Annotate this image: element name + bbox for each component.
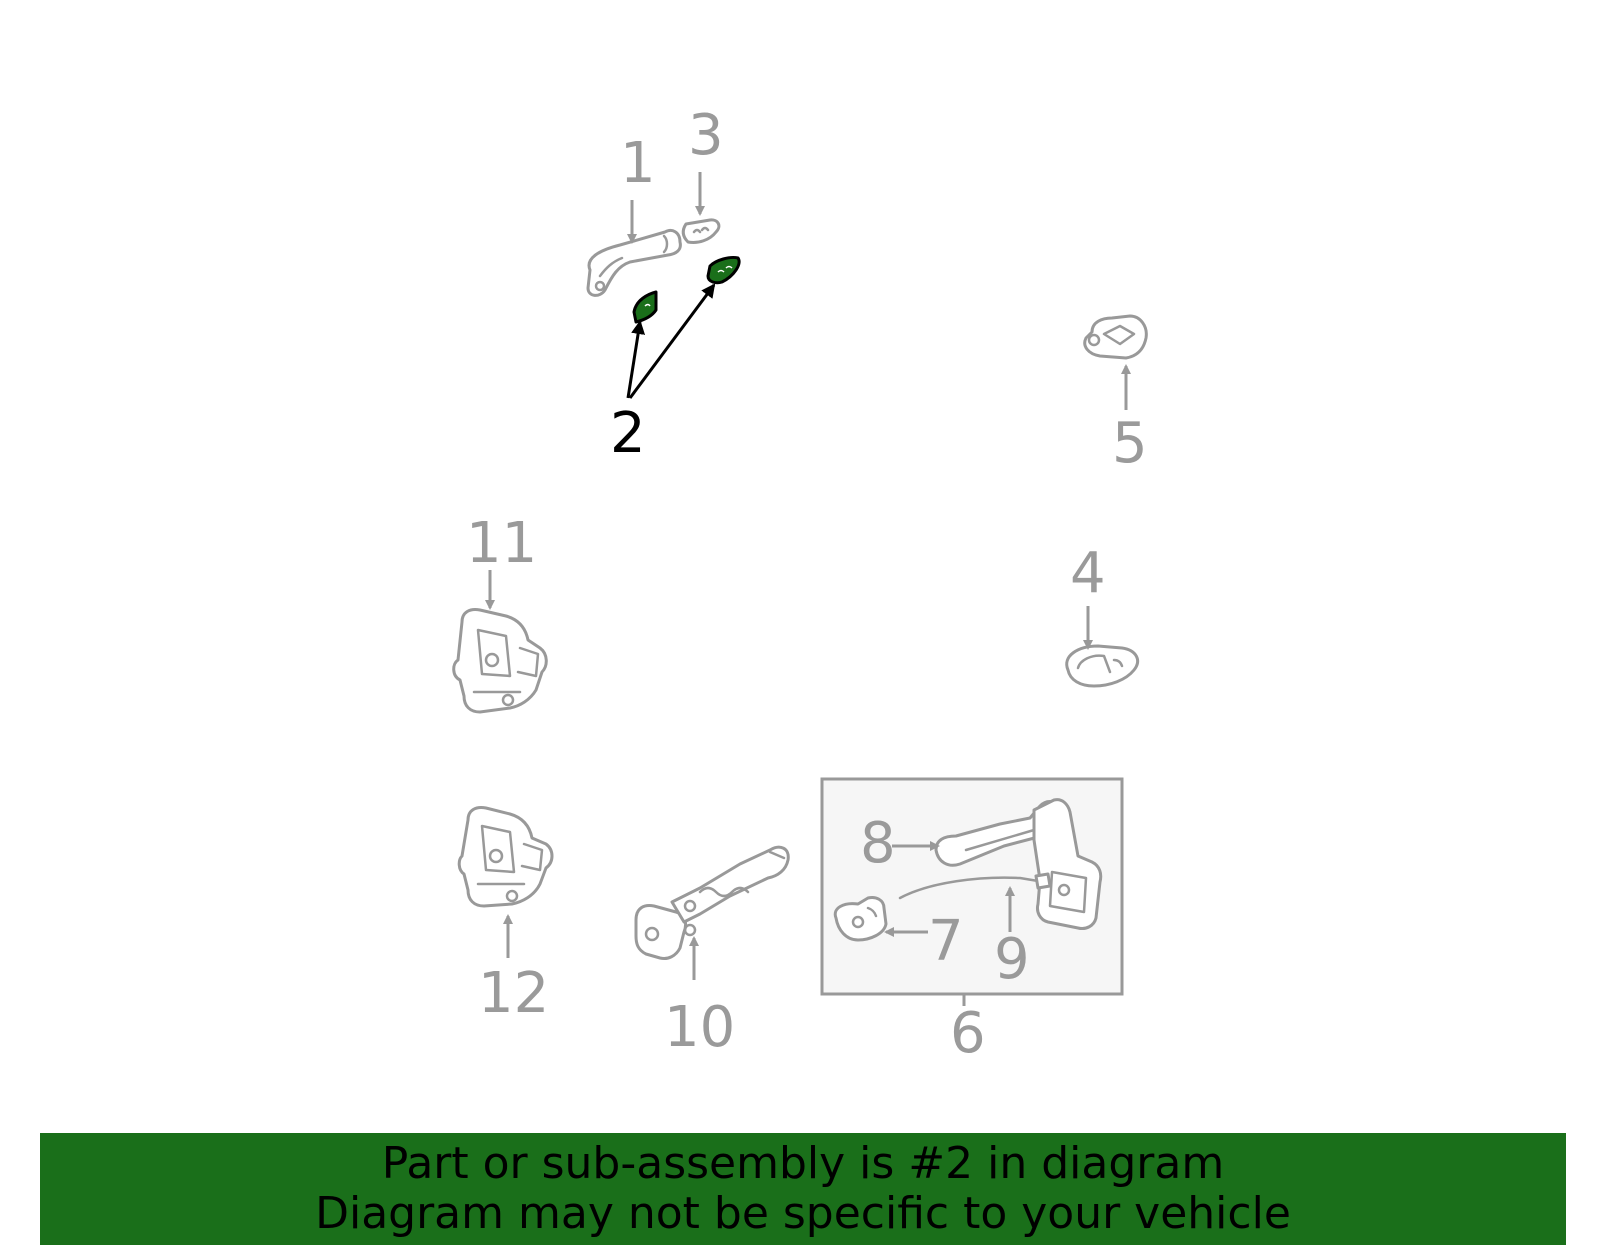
callout-4: 4 [1070,541,1106,606]
info-banner: Part or sub-assembly is #2 in diagram Di… [40,1133,1566,1245]
part-2-pad-small[interactable] [632,290,658,324]
callout-12: 12 [478,961,549,1026]
banner-line-1: Part or sub-assembly is #2 in diagram [381,1138,1225,1189]
callout-3: 3 [688,103,724,168]
part-11-latch[interactable] [452,608,548,714]
part-10-door-check[interactable] [634,845,790,960]
callout-6: 6 [950,1001,986,1066]
part-1-outside-handle[interactable] [586,228,682,297]
callout-8: 8 [860,811,896,876]
callout-1: 1 [620,131,656,196]
callout-10: 10 [664,995,735,1060]
arrow-2a [626,320,646,399]
callout-2: 2 [610,401,646,466]
arrow-2b [628,283,716,399]
callout-11: 11 [466,511,537,576]
callout-7: 7 [928,909,964,974]
part-7-knob[interactable] [833,896,888,942]
part-4-handle-base[interactable] [1065,644,1139,688]
part-12-striker[interactable] [457,806,554,908]
part-2-pad-large[interactable] [706,256,741,285]
part-9-lock-actuator[interactable] [898,798,1103,930]
callout-5: 5 [1112,411,1148,476]
part-3-cap[interactable] [681,218,721,244]
callout-9: 9 [994,927,1030,992]
banner-line-2: Diagram may not be specific to your vehi… [315,1188,1291,1239]
part-5-bracket[interactable] [1083,314,1148,360]
